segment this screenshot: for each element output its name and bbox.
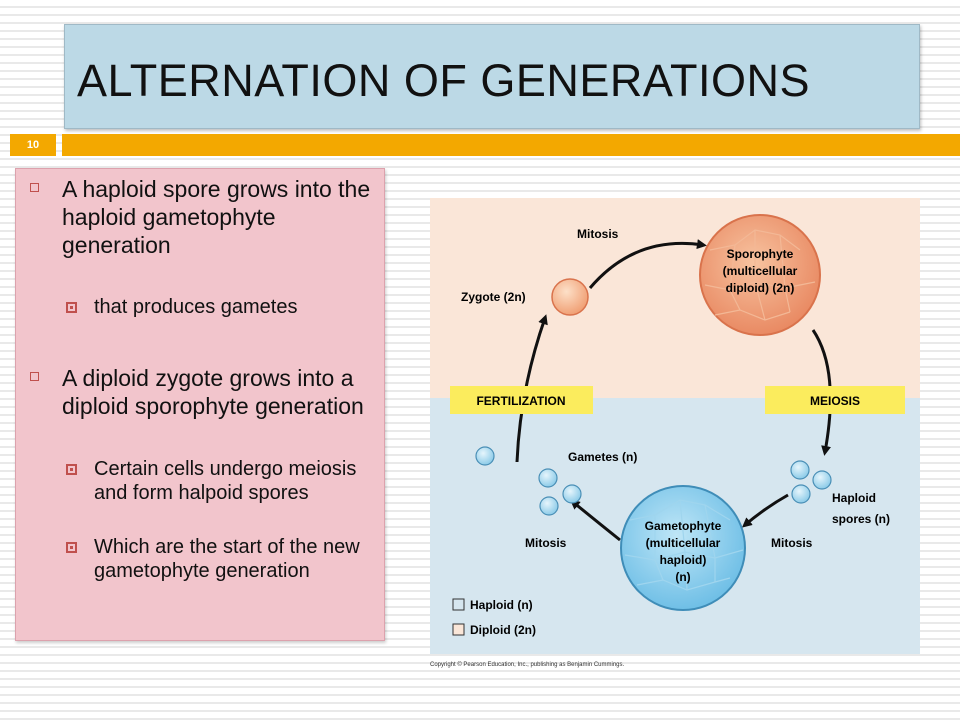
slide-number: 10 bbox=[10, 134, 56, 156]
fertilization-label-bg bbox=[450, 386, 593, 414]
gametophyte-label-4: (n) bbox=[675, 570, 690, 584]
mitosis-left-label: Mitosis bbox=[525, 536, 567, 550]
copyright-text: Copyright © Pearson Education, Inc., pub… bbox=[430, 661, 625, 668]
square-bullet-icon bbox=[30, 372, 39, 381]
legend-haploid-swatch bbox=[452, 598, 465, 611]
legend-diploid-label: Diploid (2n) bbox=[470, 623, 536, 637]
gametophyte-cell-pattern bbox=[624, 499, 744, 591]
sub-bullet-text: Certain cells undergo meiosis and form h… bbox=[94, 458, 357, 504]
arrow-zygote-to-sporophyte bbox=[588, 239, 707, 289]
zygote-cell bbox=[551, 278, 589, 316]
square-bullet-icon bbox=[30, 183, 39, 192]
sporophyte-cell-pattern bbox=[704, 229, 816, 321]
sporophyte-label-1: Sporophyte bbox=[727, 247, 794, 261]
arrow-spores-to-gametophyte bbox=[741, 493, 789, 528]
gametophyte-label-1: Gametophyte bbox=[645, 519, 722, 533]
legend-haploid-label: Haploid (n) bbox=[470, 598, 533, 612]
arrow-gametophyte-to-gametes bbox=[569, 499, 621, 542]
gamete-cell bbox=[538, 468, 558, 488]
sporophyte-label-2: (multicellular bbox=[723, 264, 798, 278]
sub-bullet-text: Which are the start of the new gametophy… bbox=[94, 536, 360, 582]
spore-cell bbox=[812, 470, 832, 490]
title-box: ALTERNATION OF GENERATIONS bbox=[64, 24, 920, 129]
gametes-label: Gametes (n) bbox=[568, 450, 637, 464]
spore-cell bbox=[791, 484, 811, 504]
haploid-spores-label-1: Haploid bbox=[832, 491, 876, 505]
legend-diploid-swatch bbox=[452, 623, 465, 636]
gametophyte-cell bbox=[620, 485, 746, 611]
haploid-spores-label-2: spores (n) bbox=[832, 512, 890, 526]
sporophyte-label-3: diploid) (2n) bbox=[726, 281, 795, 295]
bullet-text: A diploid zygote grows into a diploid sp… bbox=[62, 365, 364, 419]
gamete-cell bbox=[539, 496, 559, 516]
slide-title: ALTERNATION OF GENERATIONS bbox=[77, 55, 811, 106]
meiosis-label-bg bbox=[765, 386, 905, 414]
sporophyte-cell bbox=[699, 214, 821, 336]
meiosis-label: MEIOSIS bbox=[810, 394, 860, 408]
gamete-cell bbox=[562, 484, 582, 504]
bullet-text: A haploid spore grows into the haploid g… bbox=[62, 176, 371, 258]
spore-cell bbox=[790, 460, 810, 480]
diploid-region bbox=[430, 198, 920, 398]
filled-square-bullet-icon bbox=[66, 302, 77, 313]
life-cycle-diagram: Sporophyte (multicellular diploid) (2n) … bbox=[430, 198, 920, 668]
filled-square-bullet-icon bbox=[66, 542, 77, 553]
arrow-sporophyte-to-spores bbox=[811, 329, 832, 456]
filled-square-bullet-icon bbox=[66, 464, 77, 475]
gamete-cell bbox=[475, 446, 495, 466]
zygote-label: Zygote (2n) bbox=[461, 290, 526, 304]
mitosis-top-label: Mitosis bbox=[577, 227, 619, 241]
gametophyte-label-2: (multicellular bbox=[646, 536, 721, 550]
mitosis-right-label: Mitosis bbox=[771, 536, 813, 550]
bullet-text-box: A haploid spore grows into the haploid g… bbox=[15, 168, 385, 641]
fertilization-label: FERTILIZATION bbox=[476, 394, 565, 408]
sub-bullet-text: that produces gametes bbox=[94, 296, 298, 318]
gametophyte-label-3: haploid) bbox=[660, 553, 707, 567]
accent-bar bbox=[62, 134, 960, 156]
